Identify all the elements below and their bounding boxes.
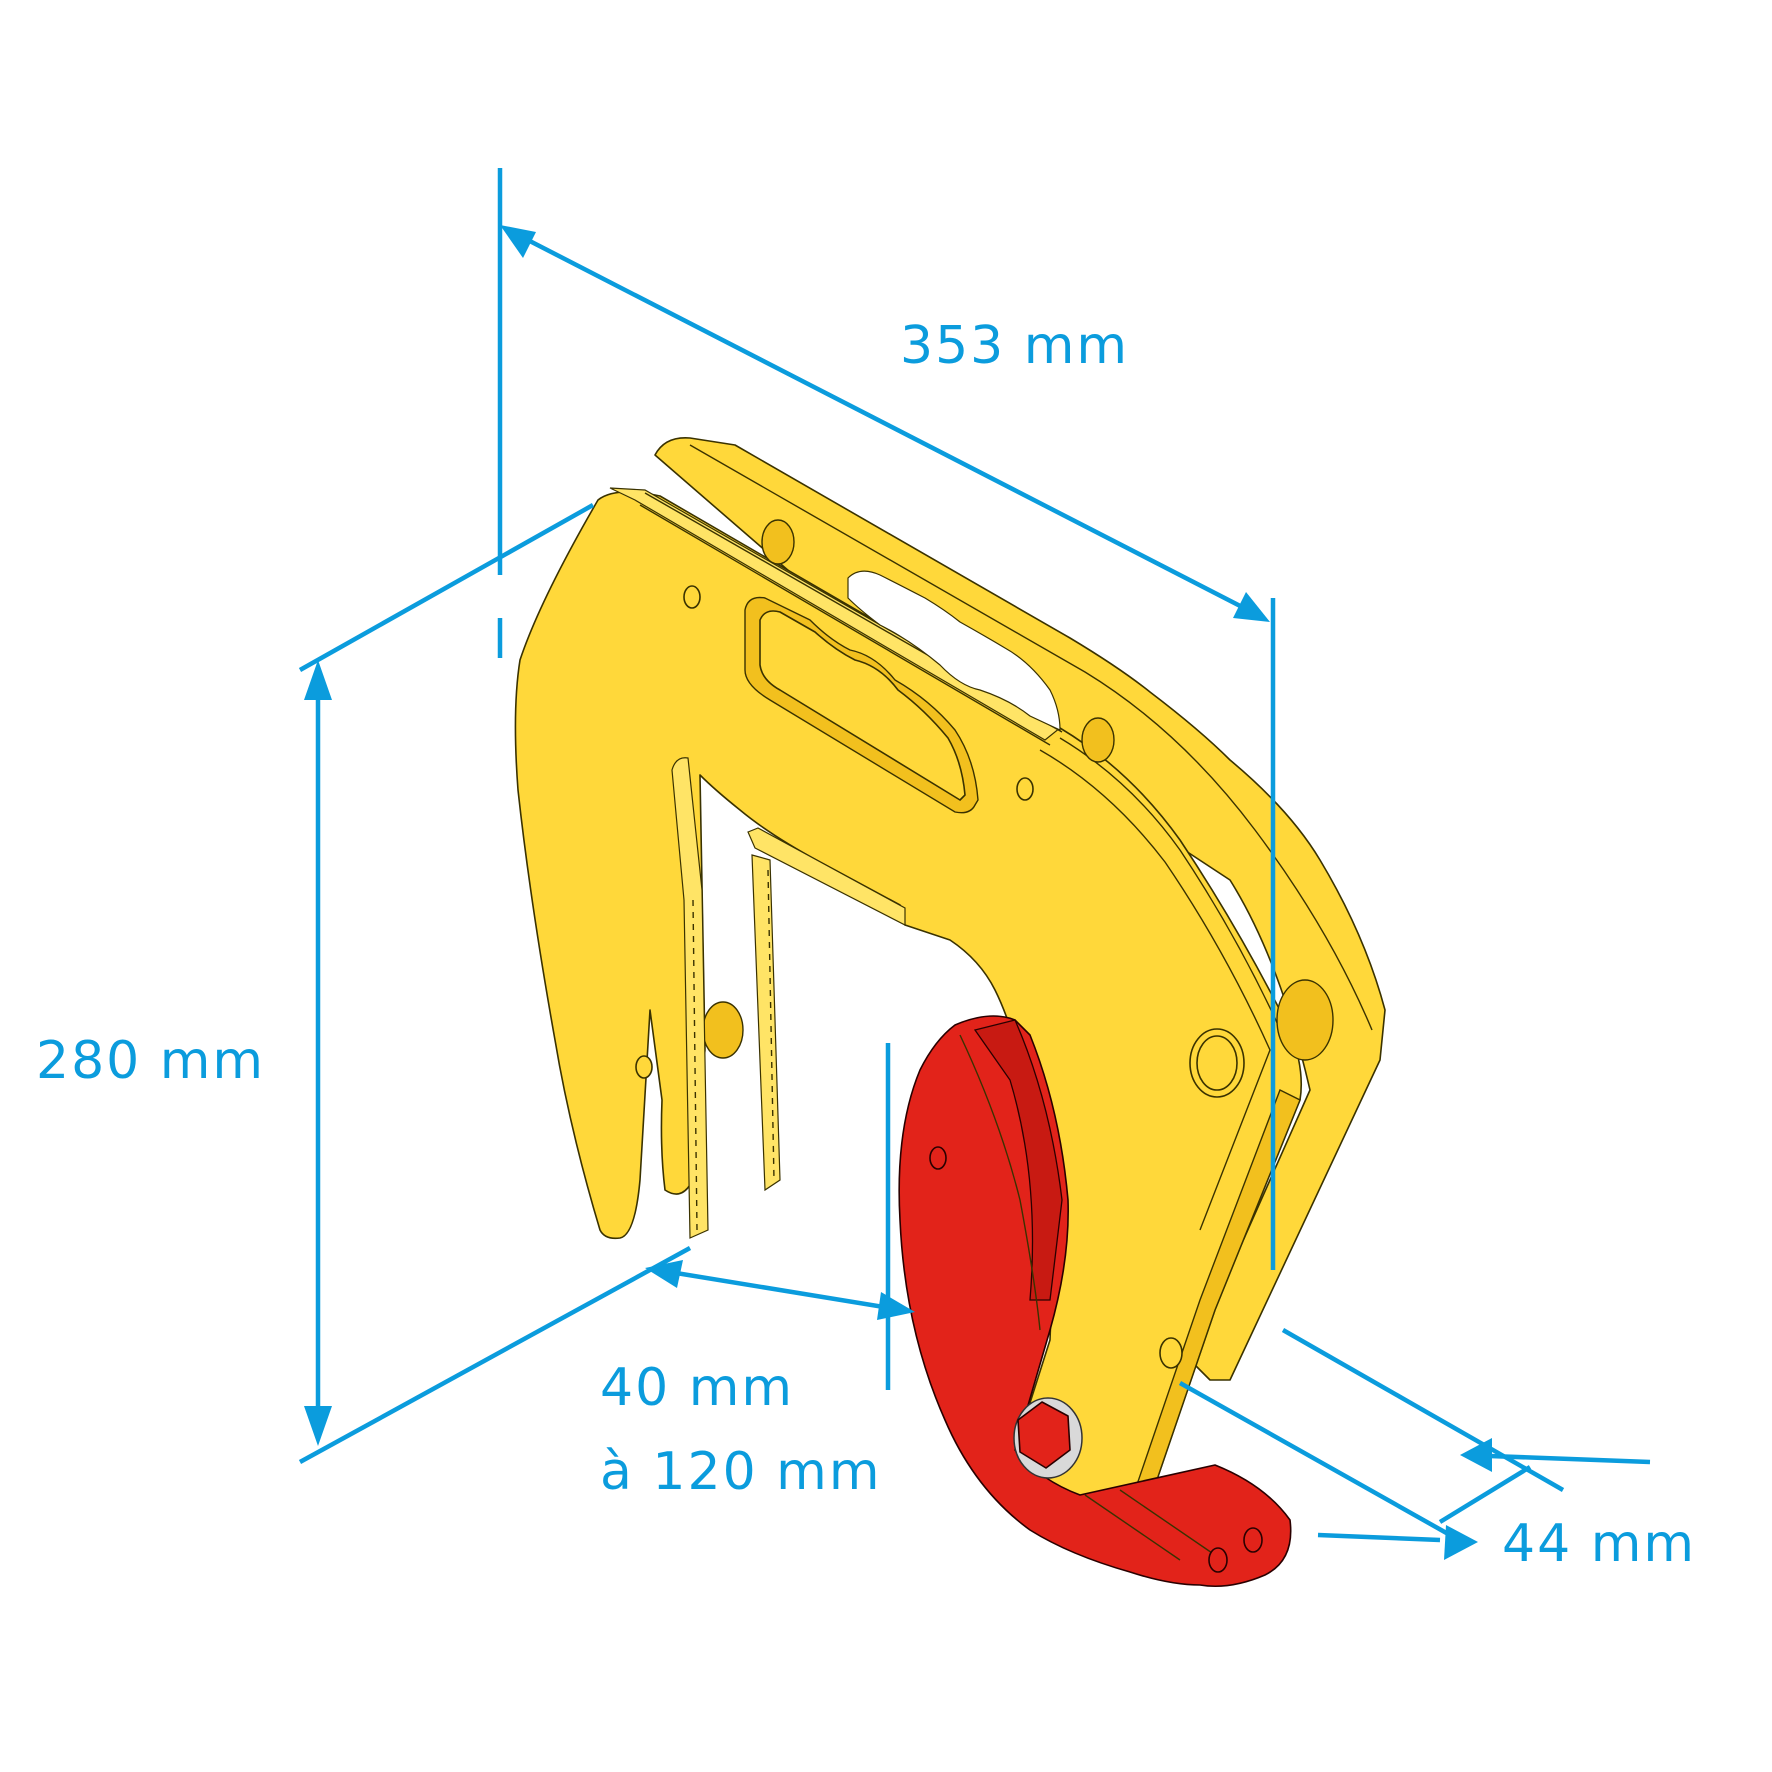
clamp-body xyxy=(514,437,1386,1521)
pin-boss-top xyxy=(761,519,795,565)
red-cam-jaw xyxy=(898,1015,1292,1588)
dimension-line-44 xyxy=(1438,1465,1532,1524)
pin-boss-right xyxy=(1276,979,1334,1061)
top-window xyxy=(847,570,1061,731)
arrow-left-icon xyxy=(645,1260,683,1288)
extension-line-44-bottom xyxy=(1178,1381,1452,1537)
arrow-right-icon xyxy=(1444,1525,1478,1560)
hole xyxy=(1159,1337,1183,1369)
arrow-left-icon xyxy=(500,225,536,258)
dimension-line-opening xyxy=(669,1269,891,1311)
dimension-label-opening-max: à 120 mm xyxy=(600,1442,882,1502)
arrow-up-icon xyxy=(304,660,332,700)
arrow-down-icon xyxy=(304,1406,332,1446)
hole xyxy=(683,585,701,609)
extension-line-44-top xyxy=(1281,1328,1565,1492)
serrated-jaw-left xyxy=(671,757,709,1239)
top-flange xyxy=(609,487,1062,741)
extension-line-280-top xyxy=(298,503,595,672)
hole xyxy=(635,1055,653,1079)
arrow-right-icon xyxy=(877,1292,915,1320)
extension-line-280-bottom xyxy=(298,1246,692,1464)
jaw-strip xyxy=(747,827,906,926)
dimension-label-opening-min: 40 mm xyxy=(600,1358,795,1418)
hole xyxy=(1016,777,1034,801)
dimension-label-length: 353 mm xyxy=(900,316,1130,376)
pin-boss-mid xyxy=(1081,717,1115,763)
pin-boss-left xyxy=(702,1001,744,1059)
serrated-jaw-right xyxy=(751,854,781,1192)
dimension-line-353 xyxy=(518,233,1250,613)
dimension-label-height: 280 mm xyxy=(36,1031,266,1091)
arrow-right-icon xyxy=(1233,592,1270,622)
dimension-label-thickness: 44 mm xyxy=(1502,1514,1697,1574)
dimension-lines xyxy=(298,168,1651,1560)
arrow-left-icon xyxy=(1460,1438,1492,1472)
cam-jaw-body xyxy=(898,1015,1292,1588)
bolt-head-icon xyxy=(1017,1401,1071,1469)
